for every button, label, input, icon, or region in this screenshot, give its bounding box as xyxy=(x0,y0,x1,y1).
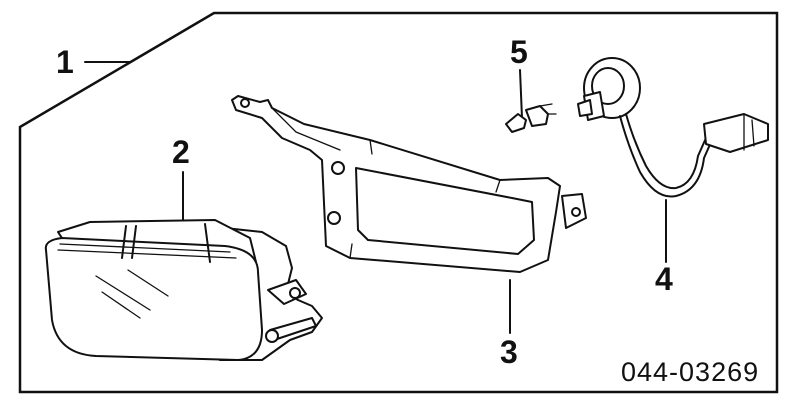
diagram-frame xyxy=(18,11,779,394)
fog-lamp-unit-drawing xyxy=(44,219,323,361)
callout-3: 3 xyxy=(500,279,518,370)
diagram-code: 044-03269 xyxy=(621,357,759,387)
bulb-drawing xyxy=(505,103,557,133)
callout-label-1: 1 xyxy=(56,44,74,80)
callout-label-5: 5 xyxy=(510,34,528,70)
callout-2: 2 xyxy=(172,134,190,223)
callout-5: 5 xyxy=(510,34,528,119)
callout-label-2: 2 xyxy=(172,134,190,170)
socket-harness-drawing xyxy=(577,57,769,198)
callout-label-3: 3 xyxy=(500,334,518,370)
callout-label-4: 4 xyxy=(655,261,673,297)
callout-1: 1 xyxy=(56,44,131,80)
callout-4: 4 xyxy=(655,199,673,297)
bracket-drawing xyxy=(231,95,587,273)
